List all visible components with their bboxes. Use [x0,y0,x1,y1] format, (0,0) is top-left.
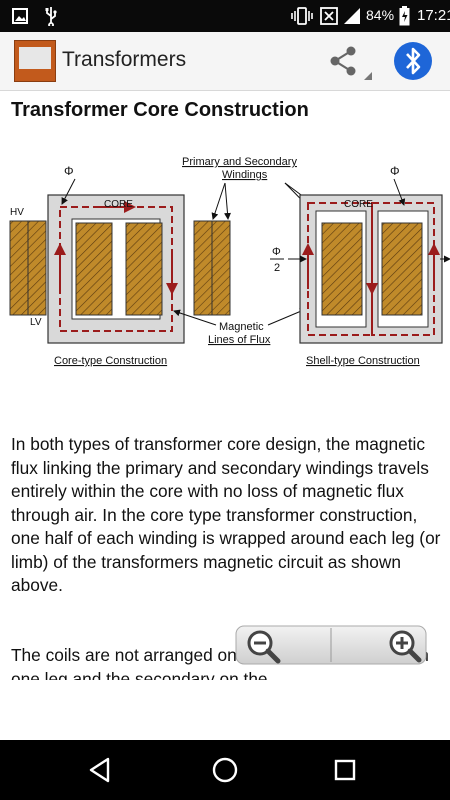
recents-icon [334,759,356,781]
app-title: Transformers [62,48,187,71]
navigation-bar [0,740,450,800]
article-content: Transformer Core Construction Φ [0,91,450,680]
article-title: Transformer Core Construction [11,99,309,121]
phi-label: Φ [64,164,74,178]
core-inner-winding-right [125,222,163,316]
zoom-in-button[interactable] [331,625,427,665]
content-bottom-area [0,680,450,740]
usb-icon [45,7,57,26]
bluetooth-button[interactable] [382,38,444,84]
phi-half-numerator: Φ [272,246,281,258]
shell-winding-right [381,222,423,316]
back-icon [89,757,110,783]
vibrate-icon [291,7,313,25]
close-box-icon [320,7,338,25]
core-type-caption: Core-type Construction [54,355,167,367]
magnetic-label: Magnetic [219,321,264,333]
core-label: CORE [104,199,133,210]
status-bar: 84% 17:21 [0,0,450,32]
battery-percent: 84% [366,7,395,23]
shell-core-label: CORE [344,199,373,210]
zoom-out-icon [247,630,281,664]
lv-label: LV [30,317,42,328]
paragraph-1: In both types of transformer core design… [11,434,441,595]
zoom-controls [235,625,427,665]
app-logo [14,40,56,82]
shell-winding-left [321,222,363,316]
home-button[interactable] [207,754,243,786]
primary-secondary-label: Primary and Secondary [182,156,297,168]
shell-phi-label: Φ [390,164,400,178]
back-button[interactable] [82,754,118,786]
image-icon [12,8,28,24]
share-button[interactable] [308,38,376,84]
shell-type-caption: Shell-type Construction [306,355,420,367]
lines-of-flux-label: Lines of Flux [208,334,271,346]
core-construction-diagram: Φ CORE HV LV Core-type Construction Prim… [9,156,450,367]
app-bar: Transformers [0,32,450,91]
phi-half-denominator: 2 [274,262,280,274]
bluetooth-icon [394,42,432,80]
battery-icon [399,6,410,26]
hv-label: HV [10,207,24,218]
signal-icon [344,8,360,24]
recents-button[interactable] [327,754,363,786]
share-icon [330,46,356,76]
zoom-in-icon [389,630,422,663]
home-icon [212,757,238,783]
windings-label: Windings [222,169,268,181]
zoom-out-button[interactable] [235,625,331,665]
clock: 17:21 [417,7,450,24]
core-inner-winding-left [75,222,113,316]
